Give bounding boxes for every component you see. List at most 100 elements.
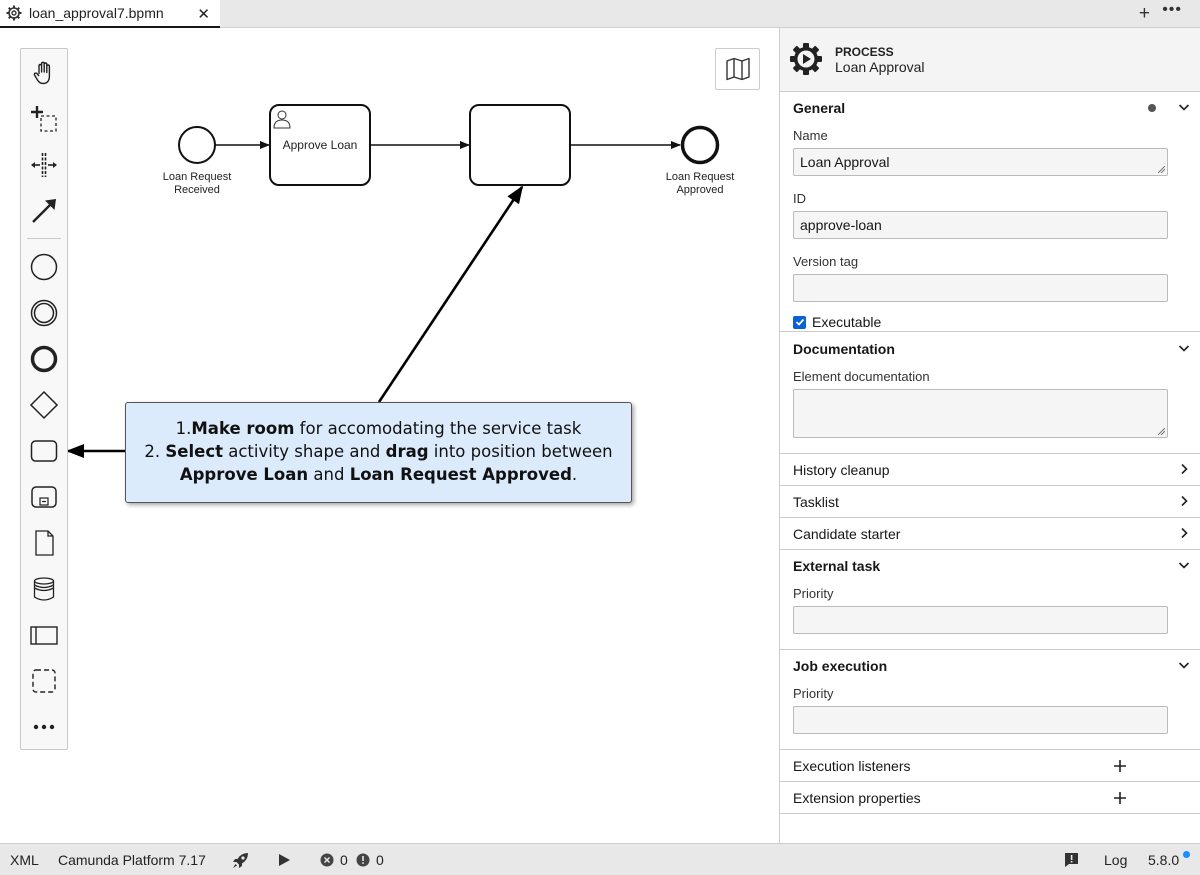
chevron-right-icon — [1181, 527, 1188, 539]
documentation-field-group: Element documentation — [780, 369, 1200, 438]
external-task-priority-group: Priority — [780, 586, 1200, 634]
name-input[interactable]: Loan Approval — [793, 148, 1168, 176]
create-group-button[interactable] — [21, 661, 67, 701]
group-external-task-header[interactable]: External task — [780, 550, 1200, 581]
connect-arrow-icon — [32, 199, 56, 223]
executable-row: Executable — [780, 311, 1200, 333]
chevron-right-icon — [1181, 495, 1188, 507]
space-tool-button[interactable] — [21, 145, 67, 185]
group-tasklist-title: Tasklist — [793, 493, 839, 510]
add-execution-listener-icon[interactable] — [1113, 759, 1127, 773]
executable-label: Executable — [812, 314, 882, 330]
id-label: ID — [793, 191, 806, 206]
hand-tool-button[interactable] — [21, 53, 67, 93]
group-execution-listeners-title: Execution listeners — [793, 757, 911, 774]
intermediate-event-icon — [30, 299, 58, 327]
group-general: General Name Loan Approval ID approve-lo… — [780, 92, 1200, 332]
group-candidate-starter-header[interactable]: Candidate starter — [780, 518, 1200, 549]
data-store-icon — [33, 577, 55, 601]
create-task-button[interactable] — [21, 431, 67, 471]
group-history-cleanup-header[interactable]: History cleanup — [780, 454, 1200, 485]
version-tag-input[interactable] — [793, 274, 1168, 302]
close-tab-icon[interactable]: ✕ — [197, 6, 210, 23]
group-documentation-header[interactable]: Documentation — [780, 333, 1200, 364]
group-history-cleanup-title: History cleanup — [793, 461, 890, 478]
group-job-execution-title: Job execution — [793, 657, 888, 674]
id-field-group: ID approve-loan — [780, 191, 1200, 239]
start-instance-play-icon[interactable] — [278, 853, 291, 867]
minimap-toggle-button[interactable] — [715, 48, 760, 90]
id-input-value: approve-loan — [800, 217, 882, 233]
app-version[interactable]: 5.8.0 — [1148, 852, 1180, 868]
start-event-loan-request-received[interactable] — [178, 126, 216, 164]
process-gear-icon — [790, 43, 822, 75]
group-icon — [32, 669, 56, 693]
create-start-event-button[interactable] — [21, 247, 67, 287]
log-button[interactable]: Log — [1104, 852, 1128, 868]
group-candidate-starter-title: Candidate starter — [793, 525, 901, 542]
status-bar: XML Camunda Platform 7.17 0 0 Log 5.8.0 — [0, 843, 1200, 875]
group-candidate-starter[interactable]: Candidate starter — [780, 518, 1200, 550]
warning-icon[interactable] — [356, 853, 370, 867]
resize-grip-icon[interactable] — [1158, 428, 1165, 435]
job-execution-priority-input[interactable] — [793, 706, 1168, 734]
end-event-loan-request-approved[interactable] — [680, 125, 720, 165]
group-external-task-title: External task — [793, 557, 881, 574]
create-pool-button[interactable] — [21, 615, 67, 655]
error-count: 0 — [340, 852, 348, 868]
group-extension-properties-header[interactable]: Extension properties — [780, 782, 1200, 813]
new-task-placeholder[interactable] — [469, 104, 571, 186]
feedback-icon[interactable] — [1064, 852, 1079, 868]
group-tasklist-header[interactable]: Tasklist — [780, 486, 1200, 517]
data-indicator-dot — [1148, 104, 1156, 112]
id-input[interactable]: approve-loan — [793, 211, 1168, 239]
gear-icon — [6, 5, 22, 21]
properties-header: PROCESS Loan Approval — [780, 28, 1200, 92]
resize-grip-icon[interactable] — [1158, 166, 1165, 173]
tab-loan-approval[interactable]: loan_approval7.bpmn ✕ — [0, 0, 220, 28]
group-general-header[interactable]: General — [780, 92, 1200, 123]
xml-view-button[interactable]: XML — [10, 852, 39, 868]
create-intermediate-event-button[interactable] — [21, 293, 67, 333]
map-icon — [725, 57, 750, 81]
group-external-task: External task Priority — [780, 550, 1200, 650]
group-documentation-title: Documentation — [793, 340, 895, 357]
create-data-store-button[interactable] — [21, 569, 67, 609]
group-history-cleanup[interactable]: History cleanup — [780, 454, 1200, 486]
start-event-icon — [30, 253, 58, 281]
checkmark-icon — [795, 318, 804, 326]
new-tab-button[interactable]: + — [1138, 3, 1150, 24]
group-execution-listeners-header[interactable]: Execution listeners — [780, 750, 1200, 781]
element-documentation-label: Element documentation — [793, 369, 930, 384]
version-tag-label: Version tag — [793, 254, 859, 269]
platform-version-button[interactable]: Camunda Platform 7.17 — [58, 852, 206, 868]
create-end-event-button[interactable] — [21, 339, 67, 379]
create-data-object-button[interactable] — [21, 523, 67, 563]
element-name-label: Loan Approval — [835, 59, 925, 75]
group-job-execution: Job execution Priority — [780, 650, 1200, 750]
name-label: Name — [793, 128, 828, 143]
group-job-execution-header[interactable]: Job execution — [780, 650, 1200, 681]
more-options-button[interactable]: ••• — [1162, 1, 1182, 18]
element-documentation-textarea[interactable] — [793, 389, 1168, 438]
group-tasklist[interactable]: Tasklist — [780, 486, 1200, 518]
create-gateway-button[interactable] — [21, 385, 67, 425]
callout-line-3: Approve Loan and Loan Request Approved. — [179, 465, 578, 484]
tab-bar: loan_approval7.bpmn ✕ + ••• — [0, 0, 1200, 28]
lasso-tool-button[interactable] — [21, 99, 67, 139]
group-execution-listeners: Execution listeners — [780, 750, 1200, 782]
error-icon[interactable] — [320, 853, 334, 867]
external-task-priority-input[interactable] — [793, 606, 1168, 634]
group-extension-properties-title: Extension properties — [793, 789, 921, 806]
connect-tool-button[interactable] — [21, 191, 67, 231]
add-extension-property-icon[interactable] — [1113, 791, 1127, 805]
more-dots-icon — [33, 724, 55, 730]
deploy-rocket-icon[interactable] — [231, 851, 250, 870]
executable-checkbox[interactable] — [793, 315, 806, 329]
pool-icon — [30, 626, 58, 645]
more-tools-button[interactable] — [21, 707, 67, 747]
create-subprocess-button[interactable] — [21, 477, 67, 517]
